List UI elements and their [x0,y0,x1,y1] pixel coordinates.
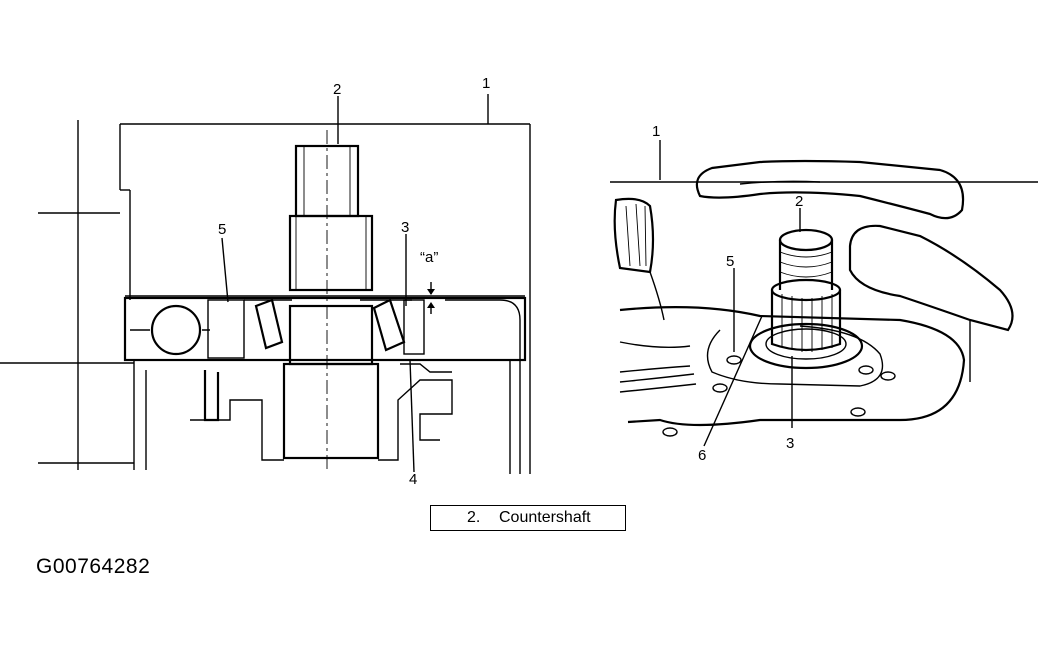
legend-label: Countershaft [499,509,591,526]
callout-6: 6 [698,447,706,464]
callout-2: 2 [795,193,803,210]
legend-box: 2. Countershaft [430,505,626,531]
left-section-view: 1 2 3 5 4 “a” [0,75,531,488]
callout-3: 3 [786,435,794,452]
legend-number: 2. [467,509,481,526]
figure-id: G00764282 [36,555,151,578]
clearance-label: “a” [420,249,438,266]
callout-4: 4 [409,471,417,488]
callout-1: 1 [482,75,490,92]
right-perspective-view: 1 2 5 3 6 [610,123,1038,464]
callout-2: 2 [333,81,341,98]
callout-5: 5 [726,253,734,270]
callout-5: 5 [218,221,226,238]
callout-1: 1 [652,123,660,140]
callout-3: 3 [401,219,409,236]
